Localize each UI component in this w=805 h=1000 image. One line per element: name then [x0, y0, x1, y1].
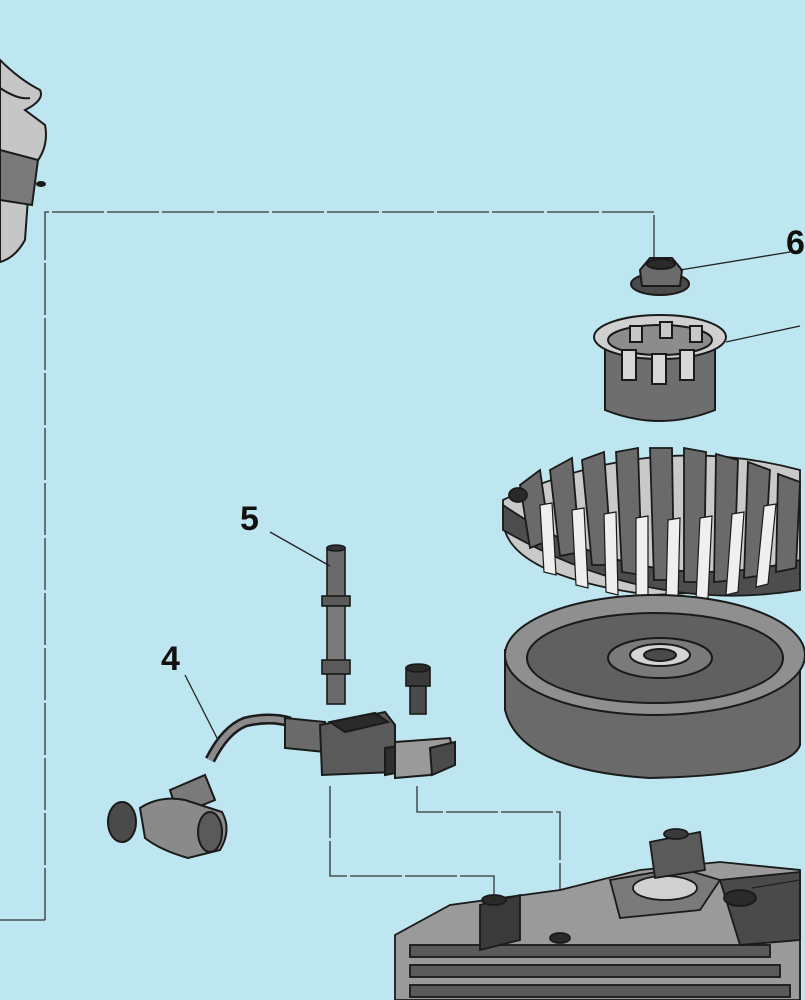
assembly-guide-lines [0, 211, 655, 935]
blower-shroud-part [0, 58, 47, 264]
flange-nut-part [630, 257, 690, 296]
callout-4-label: 4 [161, 640, 180, 678]
callout-6-label: 6 [786, 224, 805, 262]
engine-block-part [394, 828, 801, 1000]
starter-cup-part [593, 314, 727, 422]
mounting-screw-part [405, 663, 431, 715]
cooling-fan-part [502, 446, 801, 601]
callout-5-label: 5 [240, 500, 259, 538]
leader-lines [184, 251, 801, 889]
flywheel-part [504, 594, 805, 780]
ignition-coil-part [107, 710, 457, 860]
stud-bolt-part [321, 544, 351, 705]
